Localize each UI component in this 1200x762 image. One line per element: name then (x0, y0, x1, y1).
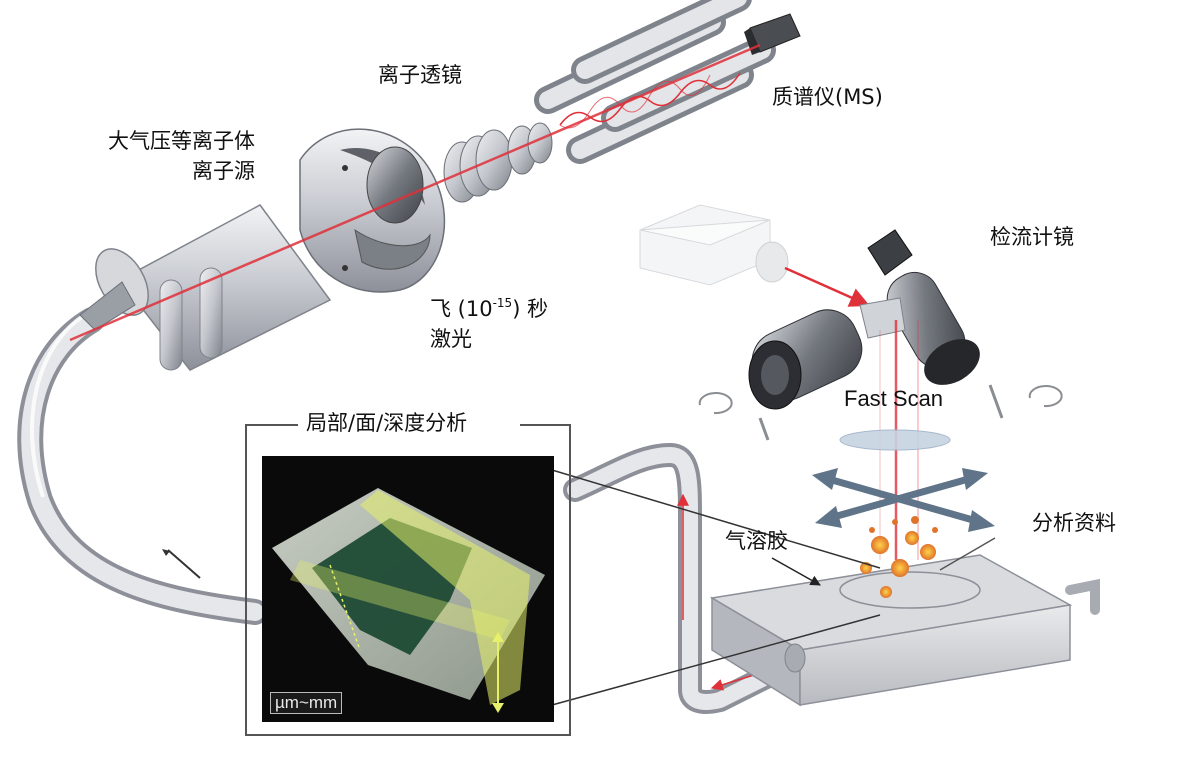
femtosecond-laser-line2: 激光 (430, 327, 472, 351)
ion-source-label-line1: 大气压等离子体 (108, 129, 255, 153)
ms-detector-box (744, 13, 801, 55)
scale-label: µm~mm (270, 692, 343, 714)
quadrupole-rods (534, 0, 776, 164)
mass-spec-label: 质谱仪(MS) (772, 85, 883, 109)
transport-tube-left (17, 307, 268, 625)
analysis-surface-map (272, 488, 545, 713)
sample-pointer (939, 537, 996, 571)
ion-source-label: 大气压等离子体 离子源 (60, 126, 255, 186)
sample-label: 分析资料 (1032, 511, 1116, 535)
inset-connector-bottom (551, 614, 881, 706)
galvanometer-assembly (698, 229, 1063, 441)
aerosol-pointer (771, 557, 821, 586)
ion-source-cylinder (79, 204, 332, 371)
analysis-box-label: 局部/面/深度分析 (306, 411, 468, 435)
laser-source-box (639, 204, 789, 286)
ion-source-label-line2: 离子源 (192, 159, 255, 183)
scan-arrows (812, 468, 995, 532)
ion-beam-line (69, 43, 761, 342)
ion-lens-stack (443, 122, 553, 203)
femtosecond-laser-label: 飞 (10-15) 秒 激光 (430, 288, 548, 354)
femtosecond-laser-line1: 飞 (10-15) 秒 (430, 288, 548, 324)
galvanometer-label: 检流计镜 (990, 225, 1074, 249)
focusing-lens (839, 429, 951, 451)
transport-tube-right (563, 442, 802, 714)
laser-prefix: 飞 (10 (430, 297, 493, 321)
aerosol-particles (860, 516, 938, 598)
laser-beam-in (784, 266, 870, 307)
sample-chamber (709, 554, 1100, 707)
ion-lens-label: 离子透镜 (378, 63, 462, 87)
aerosol-label: 气溶胶 (725, 529, 788, 553)
inset-connector-top (551, 469, 881, 569)
fast-scan-label: Fast Scan (844, 386, 944, 411)
laser-suffix: ) 秒 (512, 297, 549, 321)
laser-exponent: -15 (492, 296, 513, 310)
